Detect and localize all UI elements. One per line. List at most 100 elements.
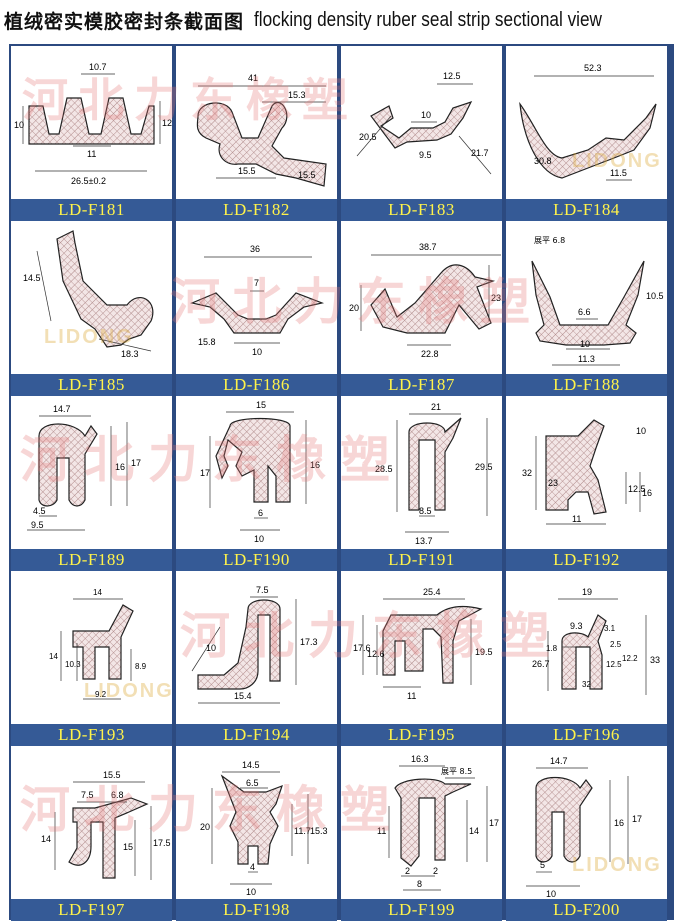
- dim-label: 21: [431, 402, 441, 412]
- seal-profile-graphic: 25.4 17.6 12.6 19.5 11: [353, 587, 493, 701]
- dim-label: 19: [582, 587, 592, 597]
- dim-label: 23: [491, 293, 501, 303]
- dim-label: 20: [349, 303, 359, 313]
- product-code: LD-F181: [11, 199, 172, 221]
- dim-label: 16: [642, 488, 652, 498]
- dim-label: 12.5: [628, 484, 646, 494]
- dim-label: 13.7: [415, 536, 433, 546]
- dim-label: 14: [41, 834, 51, 844]
- profile-drawing: 15.5 7.5 6.8 14 15 17.5: [11, 746, 172, 899]
- product-card-f184: 52.3 30.8 11.5 LD-F184: [506, 46, 667, 221]
- dim-label: 38.7: [419, 242, 437, 252]
- dim-label: 2: [405, 866, 410, 876]
- dim-label: 10: [14, 120, 24, 130]
- dim-label: 11.3: [578, 354, 595, 364]
- seal-profile-graphic: 14.7 16 17 4.5 9.5: [27, 404, 141, 531]
- seal-profile-graphic: 14.5 6.5 20 11.7 15.3 4 10: [200, 760, 328, 897]
- product-card-f182: 41 15.3 15.5 15.5 LD-F182: [176, 46, 337, 221]
- seal-profile-graphic: 21 28.5 29.5 8.5 13.7: [375, 402, 493, 546]
- dim-label: 展平 6.8: [534, 236, 565, 245]
- seal-profile-graphic: 14.5 18.3: [23, 230, 154, 359]
- dim-label: 18.3: [121, 349, 139, 359]
- product-code: LD-F187: [341, 374, 502, 396]
- dim-label: 8: [417, 879, 422, 889]
- dim-label: 9.5: [419, 150, 432, 160]
- dim-label: 15.8: [198, 337, 216, 347]
- product-code: LD-F184: [506, 199, 667, 221]
- page-title: 植绒密实模胶密封条截面图 flocking density ruber seal…: [4, 0, 676, 40]
- dim-label: 6: [258, 508, 263, 518]
- dim-label: 16.3: [411, 754, 429, 764]
- profile-drawing: 15 17 16 6 10: [176, 396, 337, 549]
- dim-label: 15.4: [234, 691, 252, 701]
- dim-label: 32: [582, 680, 591, 689]
- product-card-f189: 14.7 16 17 4.5 9.5 LD-F189: [11, 396, 172, 571]
- profile-drawing: 12.5 10 20.5 9.5 21.7: [341, 46, 502, 199]
- dim-label: 17: [131, 458, 141, 468]
- dim-label: 11: [407, 691, 416, 701]
- dim-label: 4: [250, 862, 255, 872]
- profile-drawing: 25.4 17.6 12.6 19.5 11: [341, 571, 502, 724]
- profile-drawing: 10 32 23 12.5 16 11: [506, 396, 667, 549]
- dim-label: 26.5±0.2: [71, 176, 106, 186]
- dim-label: 10: [246, 887, 256, 897]
- product-card-f185: 14.5 18.3 LD-F185: [11, 221, 172, 396]
- profile-drawing: 14.7 16 17 5 10: [506, 746, 667, 899]
- dim-label: 20.5: [359, 132, 377, 142]
- dim-label: 10: [254, 534, 264, 544]
- seal-profile-graphic: 14 14 10.3 8.9 9.2: [49, 588, 147, 700]
- product-code: LD-F191: [341, 549, 502, 571]
- seal-profile-graphic: 7.5 10 17.3 15.4: [191, 585, 318, 704]
- product-card-f193: 14 14 10.3 8.9 9.2 LD-F193: [11, 571, 172, 746]
- dim-label: 12.2: [622, 654, 638, 663]
- dim-label: 16: [115, 462, 125, 472]
- dim-label: 11.5: [610, 168, 627, 178]
- profile-drawing: 16.3 展平 8.5 11 14 17 2 2 8: [341, 746, 502, 899]
- dim-label: 22.8: [421, 349, 439, 359]
- product-code: LD-F193: [11, 724, 172, 746]
- dim-label: 11: [572, 514, 581, 524]
- dim-label: 12.6: [367, 649, 385, 659]
- seal-profile-graphic: 12.5 10 20.5 9.5 21.7: [356, 71, 492, 175]
- dim-label: 17.6: [353, 643, 371, 653]
- dim-label: 5: [540, 860, 545, 870]
- product-card-f181: 10.7 10 12 11 26.5±0.2 LD-F181: [11, 46, 172, 221]
- product-code: LD-F188: [506, 374, 667, 396]
- dim-label: 10: [580, 339, 590, 349]
- dim-label: 30.8: [534, 156, 552, 166]
- dim-label: 8.9: [135, 662, 147, 671]
- dim-label: 15.3: [288, 90, 306, 100]
- dim-label: 7.5: [256, 585, 269, 595]
- profile-drawing: 36 7 15.8 10: [176, 221, 337, 374]
- seal-profile-graphic: 36 7 15.8 10: [190, 244, 325, 357]
- seal-profile-graphic: 38.7 20 23 22.8: [349, 242, 501, 359]
- dim-label: 41: [248, 73, 258, 83]
- seal-profile-graphic: 16.3 展平 8.5 11 14 17 2 2 8: [377, 754, 499, 891]
- product-code: LD-F194: [176, 724, 337, 746]
- dim-label: 36: [250, 244, 260, 254]
- dim-label: 19.5: [475, 647, 493, 657]
- dim-label: 12.5: [443, 71, 461, 81]
- product-code: LD-F199: [341, 899, 502, 921]
- dim-label: 17.3: [300, 637, 318, 647]
- dim-label: 21.7: [471, 148, 489, 158]
- dim-label: 10: [206, 643, 216, 653]
- product-code: LD-F189: [11, 549, 172, 571]
- dim-label: 6.8: [111, 790, 124, 800]
- dim-label: 23: [548, 478, 558, 488]
- dim-label: 14.7: [53, 404, 71, 414]
- product-card-f196: 19 9.3 3.1 26.7 1.8 2.5 12.2 12.5 33 32 …: [506, 571, 667, 746]
- dim-label: 6.6: [578, 307, 591, 317]
- dim-label: 9.2: [95, 690, 107, 699]
- profile-drawing: 7.5 10 17.3 15.4: [176, 571, 337, 724]
- product-code: LD-F195: [341, 724, 502, 746]
- dim-label: 12.5: [606, 660, 622, 669]
- product-code: LD-F185: [11, 374, 172, 396]
- product-code: LD-F192: [506, 549, 667, 571]
- dim-label: 17: [632, 814, 642, 824]
- dim-label: 28.5: [375, 464, 393, 474]
- dim-label: 10: [636, 426, 646, 436]
- dim-label: 11.7: [294, 826, 311, 836]
- dim-label: 10.5: [646, 291, 664, 301]
- profile-drawing: 52.3 30.8 11.5: [506, 46, 667, 199]
